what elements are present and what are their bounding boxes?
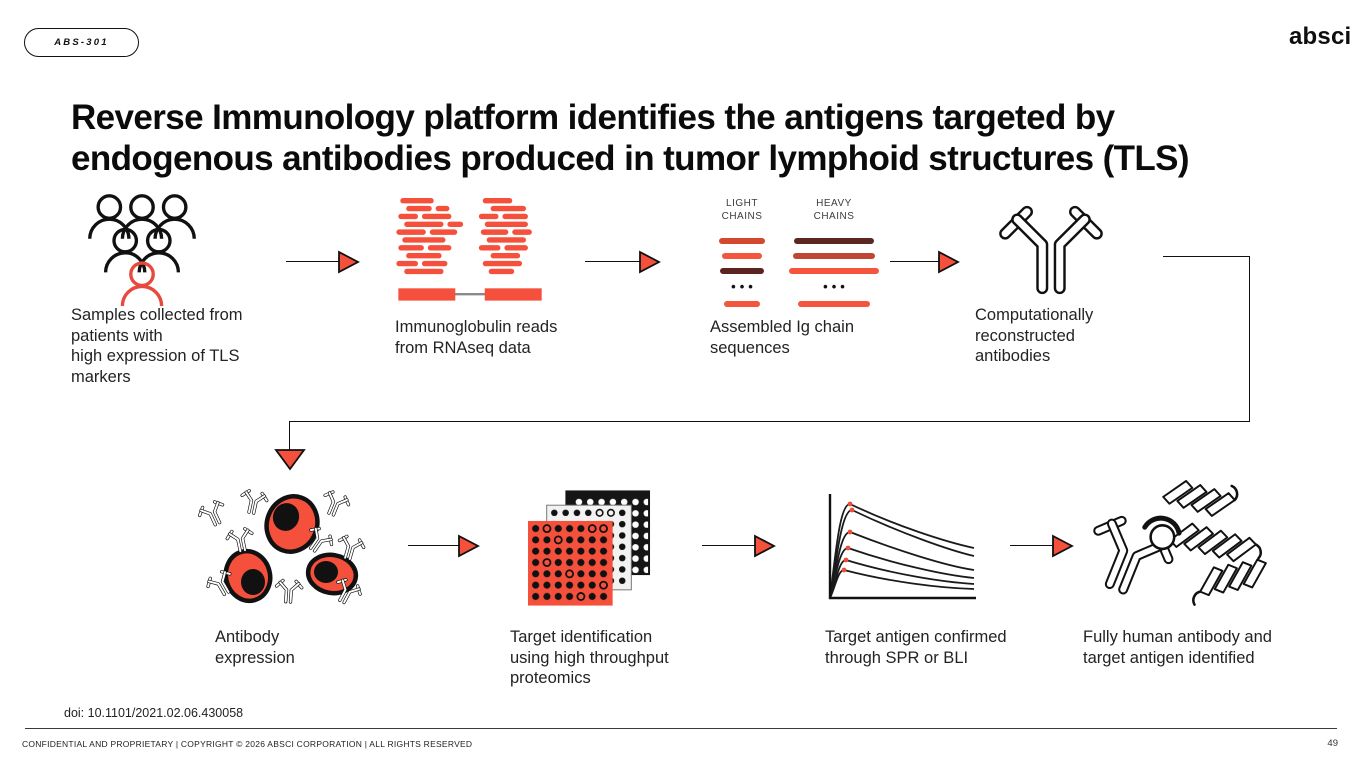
antibody-icon <box>994 202 1108 303</box>
light-chain-bar <box>722 252 762 259</box>
light-chains-label: LIGHT CHAINS <box>721 198 763 222</box>
arrowhead <box>754 534 776 558</box>
heavy-chain-bar <box>798 300 870 307</box>
program-badge: ABS-301 <box>24 28 139 57</box>
flow-arrow-icon <box>702 534 776 558</box>
flow-arrow-icon <box>585 250 661 274</box>
footer-copyright: CONFIDENTIAL AND PROPRIETARY | COPYRIGHT… <box>22 739 473 749</box>
heavy-chain-bar <box>793 252 875 259</box>
connector-line <box>289 421 1250 422</box>
program-badge-label: ABS-301 <box>54 37 109 48</box>
connector-line <box>1249 256 1250 422</box>
step-caption: Antibody expression <box>215 628 295 667</box>
antibody-antigen-complex-icon <box>1080 468 1286 621</box>
flow-arrow-icon <box>1010 534 1074 558</box>
flow-arrow-icon <box>286 250 360 274</box>
arrowhead <box>639 250 661 274</box>
ellipsis-dots: ••• <box>731 279 757 294</box>
step-caption: Computationally reconstructed antibodies <box>975 306 1094 365</box>
step-caption: Samples collected from patients with hig… <box>71 306 243 386</box>
ig-chains-icon: LIGHT CHAINS ••• HEAVY CHAINS ••• <box>716 198 880 311</box>
heavy-chains-label: HEAVY CHAINS <box>813 198 855 222</box>
step-caption: Assembled Ig chain sequences <box>710 318 854 357</box>
heavy-chain-bar <box>789 267 879 274</box>
page-number: 49 <box>1327 738 1338 749</box>
footer-divider <box>25 728 1337 729</box>
arrowhead <box>458 534 480 558</box>
step-caption: Immunoglobulin reads from RNAseq data <box>395 318 558 357</box>
light-chain-bar <box>724 300 760 307</box>
microplates-icon <box>528 490 652 612</box>
ellipsis-dots: ••• <box>823 279 849 294</box>
light-chain-bar <box>719 237 765 244</box>
flow-arrow-icon <box>890 250 960 274</box>
arrowhead <box>1052 534 1074 558</box>
spr-sensorgram-icon <box>826 490 986 610</box>
rnaseq-reads-icon <box>396 198 546 311</box>
arrowhead <box>338 250 360 274</box>
down-arrowhead-icon <box>274 448 306 476</box>
slide-title: Reverse Immunology platform identifies t… <box>71 98 1190 179</box>
connector-line <box>289 421 290 450</box>
doi-reference: doi: 10.1101/2021.02.06.430058 <box>64 706 244 720</box>
heavy-chain-bar <box>794 237 874 244</box>
absci-logo: absci <box>1289 23 1352 50</box>
connector-line <box>1163 256 1250 257</box>
step-caption: Fully human antibody and target antigen … <box>1083 628 1272 667</box>
light-chain-bar <box>720 267 764 274</box>
heavy-chains-column: HEAVY CHAINS ••• <box>788 198 880 311</box>
step-caption: Target antigen confirmed through SPR or … <box>825 628 1007 667</box>
arrowhead <box>938 250 960 274</box>
flow-arrow-icon <box>408 534 480 558</box>
light-chains-column: LIGHT CHAINS ••• <box>716 198 768 311</box>
step-caption: Target identification using high through… <box>510 628 669 687</box>
patient-group-icon <box>86 192 198 313</box>
antibody-expression-cells-icon <box>195 476 406 629</box>
